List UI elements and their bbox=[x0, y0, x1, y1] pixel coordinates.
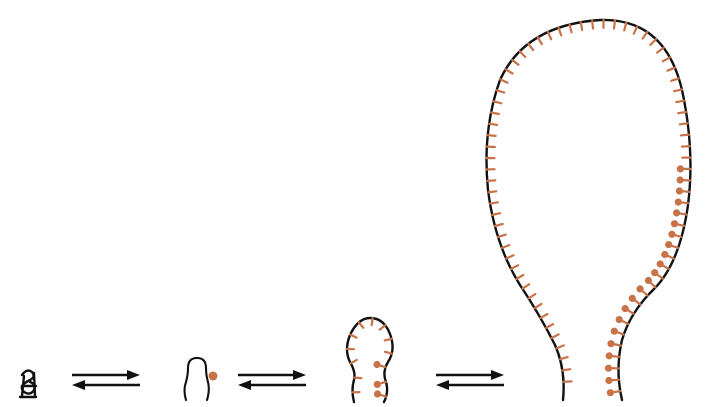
equilibrium-arrow-2 bbox=[238, 370, 306, 390]
side-group-knob bbox=[605, 376, 613, 385]
side-group-bristle bbox=[678, 122, 689, 126]
side-group-knob bbox=[373, 360, 381, 369]
side-group-bristle bbox=[497, 233, 507, 239]
side-group-knob bbox=[621, 305, 629, 313]
side-group-knob bbox=[676, 176, 684, 184]
side-group-bristle bbox=[672, 88, 684, 93]
side-group-bristle bbox=[561, 368, 572, 372]
side-group-bristle bbox=[500, 244, 511, 249]
side-group-bristle bbox=[632, 25, 639, 35]
side-group-knob bbox=[661, 250, 669, 259]
equilibrium-arrow-1 bbox=[72, 370, 140, 390]
side-group-bristle bbox=[349, 358, 358, 365]
side-group-knob bbox=[636, 285, 644, 293]
loop3-side-groups bbox=[345, 317, 393, 398]
stage-small-hairpin bbox=[183, 356, 218, 402]
side-group-bristle bbox=[370, 317, 374, 327]
side-group-bristle bbox=[555, 344, 565, 350]
side-group-knob bbox=[604, 364, 613, 372]
side-group-bristle bbox=[504, 68, 514, 75]
side-group-knob bbox=[373, 390, 382, 398]
side-group-knob bbox=[676, 165, 685, 173]
side-group-knob bbox=[673, 209, 681, 217]
side-group-bristle bbox=[489, 111, 500, 116]
side-group-bristle bbox=[488, 122, 499, 127]
side-group-bristle bbox=[527, 42, 535, 52]
side-group-knob bbox=[670, 220, 679, 228]
side-group-bristle bbox=[675, 99, 686, 104]
side-group-bristle bbox=[655, 46, 665, 54]
side-group-bristle bbox=[505, 254, 515, 260]
side-group-bristle bbox=[515, 273, 525, 281]
side-group-bristle bbox=[491, 212, 502, 216]
side-group-bristle bbox=[493, 222, 504, 228]
side-group-knob bbox=[373, 380, 381, 388]
side-group-bristle bbox=[677, 110, 688, 115]
side-group-knob bbox=[651, 269, 659, 277]
side-group-bristle bbox=[666, 66, 676, 72]
side-group-dot bbox=[208, 371, 218, 381]
side-group-bristle bbox=[623, 21, 628, 32]
side-group-bristle bbox=[544, 323, 555, 329]
side-group-knob bbox=[615, 316, 623, 324]
side-group-bristle bbox=[641, 30, 649, 40]
side-group-bristle bbox=[536, 36, 544, 46]
loop4-side-groups bbox=[485, 18, 692, 397]
side-group-bristle bbox=[649, 38, 658, 47]
side-group-bristle bbox=[486, 179, 497, 182]
side-group-knob bbox=[605, 352, 613, 360]
side-group-bristle bbox=[680, 145, 692, 148]
side-group-knob bbox=[606, 389, 615, 397]
side-group-knob bbox=[668, 230, 676, 238]
side-group-bristle bbox=[357, 321, 365, 329]
side-group-bristle bbox=[353, 376, 363, 380]
side-group-bristle bbox=[489, 201, 499, 205]
side-group-bristle bbox=[521, 283, 531, 290]
side-group-bristle bbox=[383, 337, 393, 342]
side-group-bristle bbox=[679, 133, 691, 137]
side-group-knob bbox=[644, 276, 653, 285]
side-group-bristle bbox=[612, 19, 617, 30]
stage-medium-loop bbox=[345, 316, 394, 404]
side-group-bristle bbox=[558, 356, 569, 361]
side-group-bristle bbox=[378, 324, 387, 331]
equilibrium-arrow-3 bbox=[436, 370, 504, 390]
side-group-bristle bbox=[349, 333, 358, 339]
side-group-bristle bbox=[533, 302, 543, 310]
side-group-bristle bbox=[518, 50, 527, 59]
side-group-knob bbox=[675, 187, 684, 195]
side-group-bristle bbox=[557, 26, 563, 37]
side-group-knob bbox=[665, 241, 673, 249]
side-group-bristle bbox=[550, 333, 560, 340]
side-group-bristle bbox=[568, 23, 573, 34]
side-group-bristle bbox=[499, 78, 509, 84]
side-group-bristle bbox=[486, 134, 497, 137]
side-group-bristle bbox=[579, 21, 584, 32]
side-group-bristle bbox=[487, 190, 498, 194]
side-group-knob bbox=[628, 294, 636, 302]
side-group-bristle bbox=[661, 56, 671, 63]
side-group-bristle bbox=[492, 100, 503, 105]
side-group-bristle bbox=[383, 350, 393, 355]
side-group-knob bbox=[607, 340, 615, 348]
side-group-bristle bbox=[510, 58, 520, 66]
side-group-knob bbox=[674, 198, 682, 206]
side-group-bristle bbox=[539, 312, 549, 319]
side-group-bristle bbox=[670, 77, 680, 82]
side-group-knob bbox=[656, 260, 664, 268]
side-group-knob bbox=[610, 327, 618, 335]
side-group-bristle bbox=[591, 19, 595, 30]
side-group-bristle bbox=[495, 89, 506, 94]
stage-compact-coil bbox=[18, 369, 38, 399]
stage-large-loop bbox=[485, 18, 692, 402]
side-group-bristle bbox=[509, 264, 520, 270]
side-group-bristle bbox=[527, 292, 537, 300]
side-group-bristle bbox=[546, 30, 553, 41]
